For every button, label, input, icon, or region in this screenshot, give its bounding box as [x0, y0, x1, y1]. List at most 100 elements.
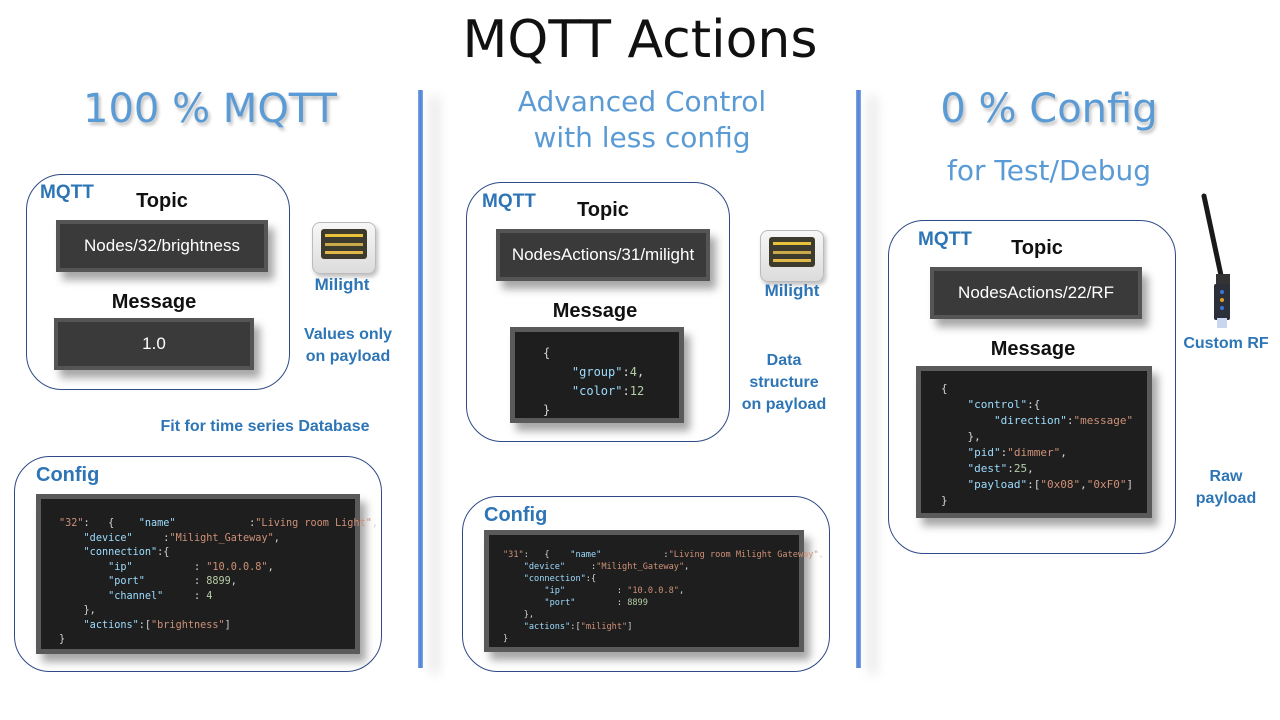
col3-note-raw: Raw payload	[1195, 468, 1257, 507]
milight-gateway-icon	[312, 222, 376, 274]
code-token: }	[59, 634, 66, 645]
code-line: "actions":["milight"]	[503, 621, 799, 633]
code-line: },	[941, 429, 1147, 445]
code-token: 8899	[627, 598, 648, 608]
code-token: :	[163, 590, 207, 602]
code-token: ,	[678, 586, 685, 596]
code-token	[503, 574, 524, 584]
col1-note-fit: Fit for time series Database	[160, 418, 370, 435]
code-line: "port" : 8899,	[59, 575, 355, 590]
col2-heading: Advanced Control with less config	[517, 85, 767, 154]
code-token: "Living room Light"	[255, 518, 372, 529]
code-token: :[	[1027, 478, 1041, 491]
code-line: "device" :"Milight_Gateway",	[59, 532, 355, 547]
code-token: "actions"	[523, 622, 571, 632]
code-token: ,	[273, 532, 280, 544]
code-token: "device"	[83, 532, 133, 544]
code-token: :{	[157, 547, 170, 558]
code-token: :[	[570, 622, 581, 632]
col1-config-label: Config	[36, 464, 100, 486]
code-token: },	[59, 605, 96, 616]
code-token: }	[941, 494, 948, 507]
col3-message-label: Message	[990, 338, 1076, 360]
code-token: 4	[629, 365, 637, 379]
code-token: ]	[224, 619, 231, 631]
code-token: :[	[138, 619, 152, 631]
col2-topic-box: NodesActions/31/milight	[496, 229, 710, 281]
code-token: ,	[636, 365, 645, 379]
col2-topic-label: Topic	[577, 199, 629, 221]
code-line: }	[59, 633, 355, 648]
column-divider-right	[856, 90, 861, 668]
code-token: "ip"	[544, 586, 566, 596]
code-token: {	[941, 382, 948, 395]
col3-heading: 0 % Config	[940, 86, 1158, 132]
code-token	[941, 446, 968, 459]
code-line: "device" :"Milight_Gateway",	[503, 561, 799, 573]
code-token: :	[144, 576, 207, 587]
col2-config-code: "31": { "name" :"Living room Milight Gat…	[484, 530, 824, 652]
rf-antenna-icon	[1192, 192, 1242, 332]
code-token: "message"	[1073, 414, 1134, 427]
col3-message-code: { "control":{ "direction": "message" }, "…	[916, 366, 1152, 518]
code-token: :{	[1027, 398, 1041, 411]
code-token: {	[543, 346, 551, 360]
col3-subheading: for Test/Debug	[946, 154, 1152, 187]
col3-mqtt-label: MQTT	[918, 229, 972, 250]
code-token: "10.0.0.8"	[206, 561, 268, 573]
col2-message-code: { "group":4, "color":12}	[510, 327, 684, 423]
col2-message-label: Message	[552, 300, 638, 322]
code-line: "control":{	[941, 397, 1147, 413]
code-token: }	[543, 403, 551, 417]
code-token	[543, 365, 572, 379]
code-token: ,	[1080, 478, 1087, 491]
code-line: "actions":["brightness"]	[59, 619, 355, 634]
code-line: "group":4,	[543, 363, 679, 382]
code-token	[503, 598, 544, 608]
code-token: "32"	[59, 518, 84, 529]
code-token: ,	[371, 518, 378, 529]
code-token: }	[503, 634, 509, 644]
code-token: :	[565, 562, 597, 572]
code-token: "pid"	[967, 446, 1001, 459]
code-token: ,	[230, 576, 237, 587]
code-token: 4	[206, 590, 213, 602]
code-token: :	[575, 598, 628, 608]
code-line: "port" : 8899	[503, 597, 799, 609]
page-title: MQTT Actions	[462, 10, 818, 70]
col1-device-label: Milight	[314, 275, 370, 294]
code-token: "control"	[967, 398, 1028, 411]
col2-config-label: Config	[484, 504, 548, 526]
code-token: "milight"	[580, 622, 628, 632]
code-line: },	[503, 609, 799, 621]
code-line: "connection":{	[503, 573, 799, 585]
code-token: "connection"	[83, 547, 158, 558]
code-token: :	[1000, 446, 1008, 459]
code-line: "channel" : 4	[59, 590, 355, 605]
code-token: :	[132, 532, 170, 544]
code-token: "direction"	[993, 414, 1067, 427]
code-token: "port"	[108, 576, 145, 587]
code-line: {	[941, 381, 1147, 397]
code-token: "ip"	[108, 561, 133, 573]
code-token: "payload"	[967, 478, 1028, 491]
code-line: }	[503, 633, 799, 645]
code-token: "dimmer"	[1007, 446, 1061, 459]
code-line: "pid":"dimmer",	[941, 445, 1147, 461]
code-line: {	[543, 344, 679, 363]
code-token	[59, 547, 84, 558]
code-token	[941, 398, 968, 411]
code-token: : {	[523, 550, 571, 560]
code-token: :	[1007, 462, 1014, 475]
code-token: ]	[1126, 478, 1134, 491]
code-token: ]	[627, 622, 633, 632]
code-token: ,	[818, 550, 824, 560]
code-token: ,	[1060, 446, 1067, 459]
code-token	[941, 462, 968, 475]
code-token: "dest"	[967, 462, 1008, 475]
code-token: "Milight_Gateway"	[169, 532, 274, 544]
code-token	[503, 562, 524, 572]
col2-note-data: Data structure on payload	[741, 352, 827, 413]
code-token	[59, 576, 108, 587]
code-line: }	[543, 401, 679, 420]
